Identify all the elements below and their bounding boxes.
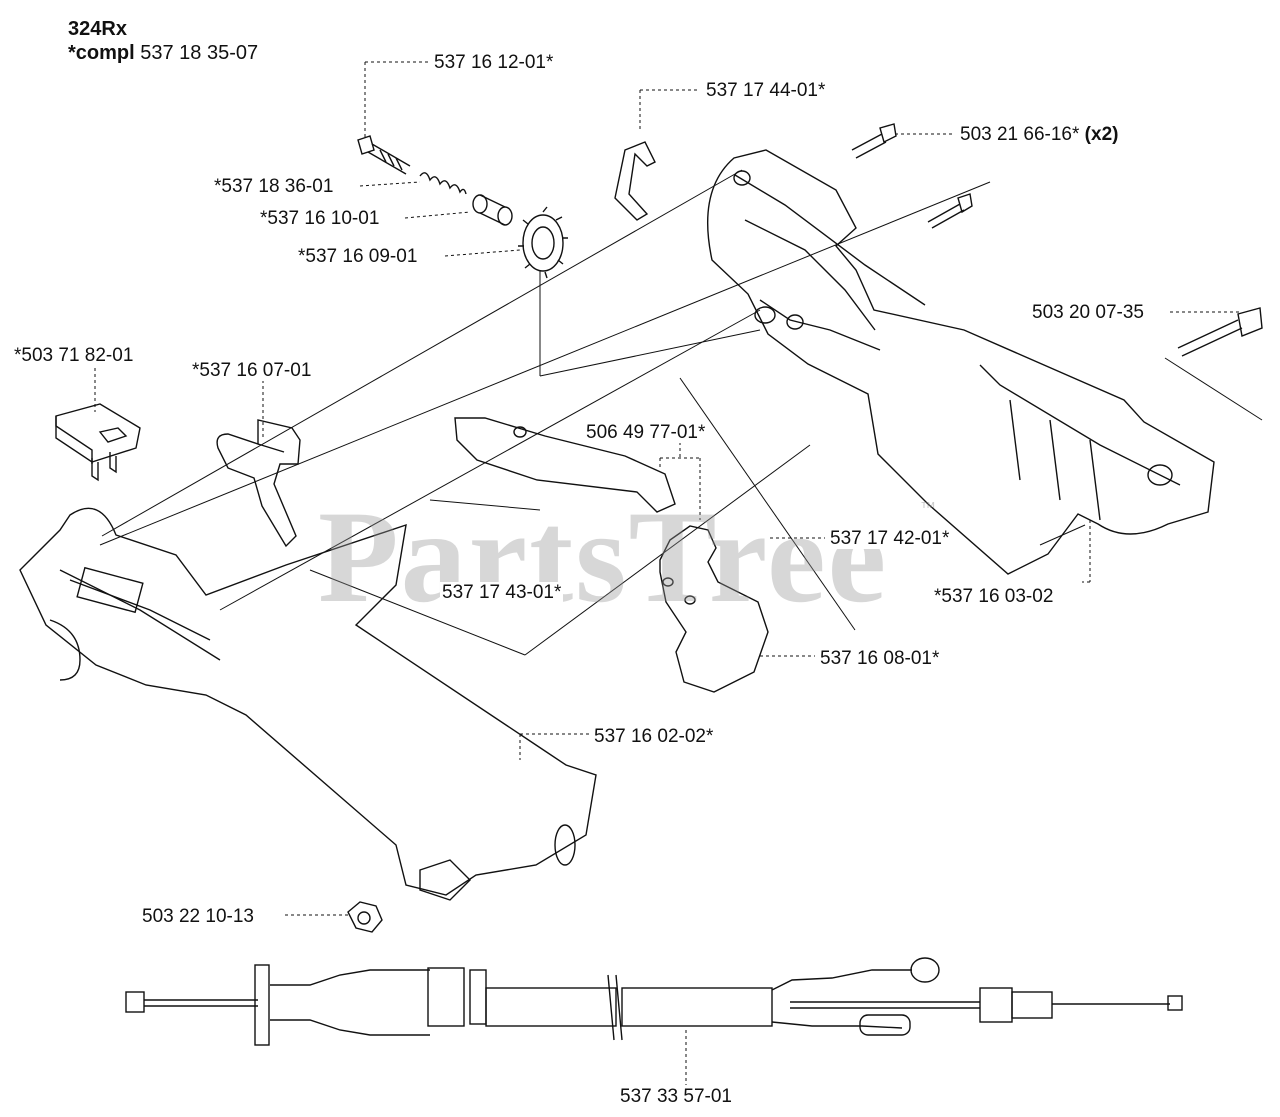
- bolt-icon-1: [851, 123, 897, 159]
- part-label-537-16-12-01[interactable]: 537 16 12-01*: [432, 52, 556, 73]
- lever-icon: [216, 419, 301, 548]
- handle-icon: [19, 507, 597, 901]
- compl-line: *compl 537 18 35-07: [68, 42, 259, 64]
- part-label-503-22-10-13[interactable]: 503 22 10-13: [140, 906, 256, 927]
- part-label-537-17-42-01[interactable]: 537 17 42-01*: [828, 528, 952, 549]
- part-label-537-16-08-01[interactable]: 537 16 08-01*: [818, 648, 942, 669]
- part-label-537-16-09-01[interactable]: *537 16 09-01: [296, 246, 420, 267]
- part-label-537-16-10-01[interactable]: *537 16 10-01: [258, 208, 382, 229]
- cable-icon: [125, 957, 1183, 1046]
- clip-icon: [614, 141, 656, 221]
- trigger-icon: [659, 525, 769, 693]
- rear-housing-icon: [706, 149, 1215, 575]
- bolt-icon-2: [927, 193, 973, 229]
- leader-p4: [359, 181, 421, 187]
- bolt-icon-3: [1177, 307, 1263, 357]
- nut-icon: [347, 901, 383, 933]
- part-label-506-49-77-01[interactable]: 506 49 77-01*: [584, 422, 708, 443]
- part-label-503-71-82-01[interactable]: *503 71 82-01: [12, 345, 136, 366]
- part-label-537-18-36-01[interactable]: *537 18 36-01: [212, 176, 336, 197]
- part-label-537-16-02-02[interactable]: 537 16 02-02*: [592, 726, 716, 747]
- part-label-537-17-44-01[interactable]: 537 17 44-01*: [704, 80, 828, 101]
- switch-icon: [55, 403, 141, 482]
- trademark-mark: ™: [920, 500, 936, 517]
- part-label-537-17-43-01[interactable]: 537 17 43-01*: [440, 582, 564, 603]
- leader-p6: [444, 249, 521, 257]
- model-title: 324Rx: [68, 18, 127, 40]
- throttle-link-icon: [454, 417, 676, 513]
- spring-icon: [419, 172, 467, 195]
- part-label-503-20-07-35[interactable]: 503 20 07-35: [1030, 302, 1146, 323]
- gear-icon: [518, 206, 568, 279]
- part-label-537-16-03-02[interactable]: *537 16 03-02: [932, 586, 1056, 607]
- part-label-537-16-07-01[interactable]: *537 16 07-01: [190, 360, 314, 381]
- leader-p5: [404, 211, 471, 219]
- screw-part-icon: [357, 135, 411, 175]
- part-label-537-33-57-01[interactable]: 537 33 57-01: [618, 1086, 734, 1107]
- sleeve-icon: [472, 194, 513, 226]
- part-label-503-21-66-16[interactable]: 503 21 66-16* (x2): [958, 124, 1121, 145]
